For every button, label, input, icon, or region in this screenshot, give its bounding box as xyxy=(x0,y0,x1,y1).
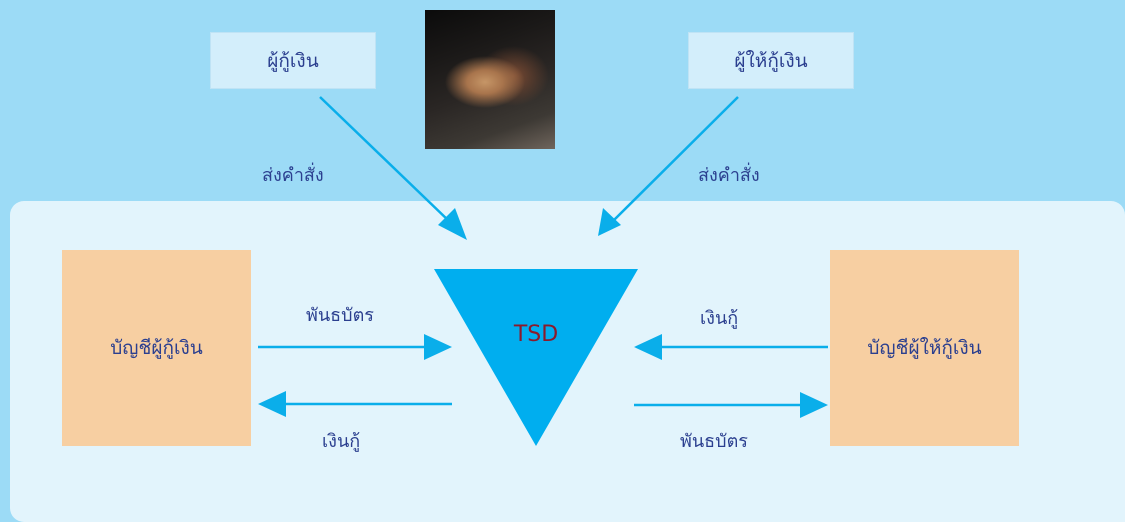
lender-account-label: บัญชีผู้ให้กู้เงิน xyxy=(867,337,982,359)
borrower-order-arrow xyxy=(319,96,467,240)
right-loan-label: เงินกู้ xyxy=(700,308,739,329)
tsd-label: TSD xyxy=(513,322,559,347)
handshake-photo xyxy=(425,10,555,149)
right-bond-label: พันธบัตร xyxy=(680,431,748,452)
left-bond-label: พันธบัตร xyxy=(306,305,374,326)
left-loan-label: เงินกู้ xyxy=(322,431,361,452)
send-order-right-label: ส่งคำสั่ง xyxy=(698,165,760,186)
left-bond-arrow xyxy=(258,334,452,360)
left-loan-arrow xyxy=(258,391,452,417)
lender-account-box: บัญชีผู้ให้กู้เงิน xyxy=(830,250,1019,446)
lender-label: ผู้ให้กู้เงิน xyxy=(734,49,808,72)
borrower-account-label: บัญชีผู้กู้เงิน xyxy=(110,337,203,359)
lender-order-arrow xyxy=(598,96,739,236)
lender-box: ผู้ให้กู้เงิน xyxy=(688,32,854,89)
tsd-triangle xyxy=(434,269,638,446)
borrower-label: ผู้กู้เงิน xyxy=(267,49,319,72)
borrower-box: ผู้กู้เงิน xyxy=(210,32,376,89)
borrower-account-box: บัญชีผู้กู้เงิน xyxy=(62,250,251,446)
right-bond-arrow xyxy=(634,392,828,418)
right-loan-arrow xyxy=(634,334,828,360)
send-order-left-label: ส่งคำสั่ง xyxy=(262,165,324,186)
